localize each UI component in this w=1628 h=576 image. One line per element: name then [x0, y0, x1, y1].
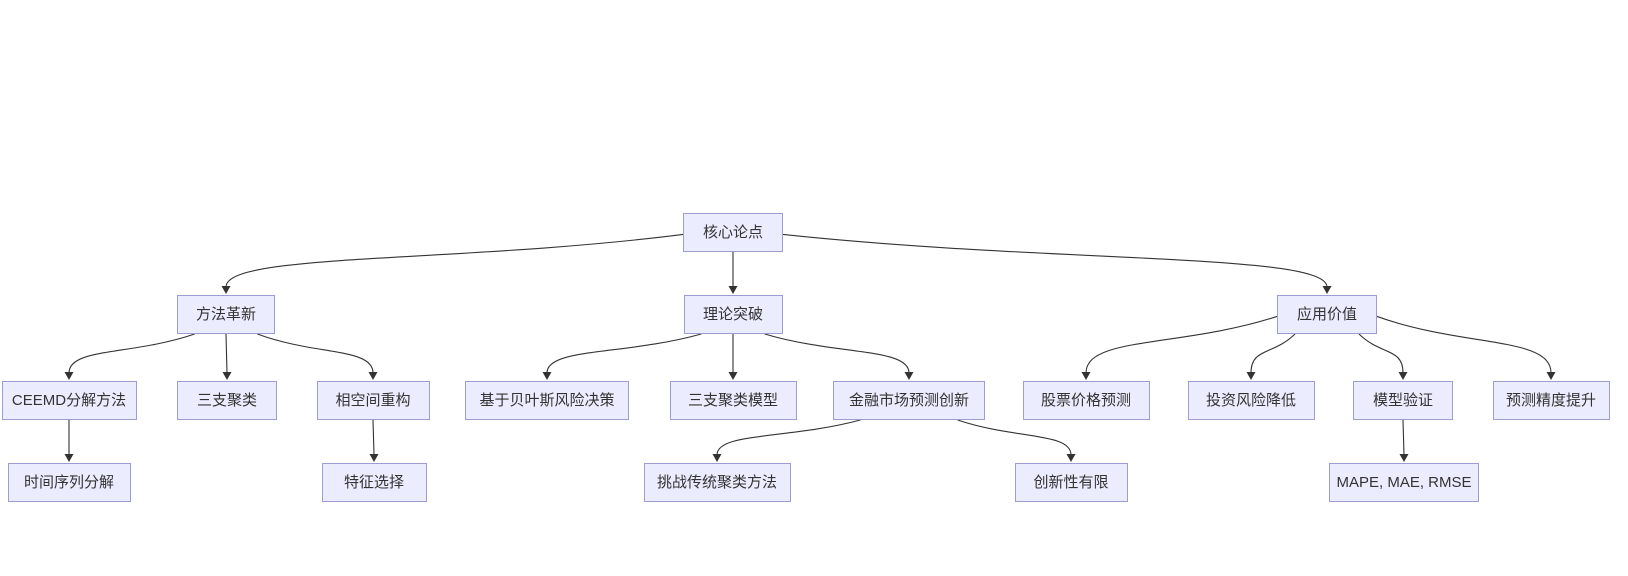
node-application: 应用价值 — [1277, 295, 1377, 334]
edge-validation-metrics — [1402, 419, 1405, 456]
arrowhead-icon — [1081, 372, 1091, 380]
node-feature: 特征选择 — [321, 463, 427, 502]
node-limited: 创新性有限 — [1014, 463, 1128, 502]
node-risk: 投资风险降低 — [1187, 381, 1315, 420]
node-label: 基于贝叶斯风险决策 — [479, 392, 615, 409]
node-label: 理论突破 — [702, 306, 763, 323]
node-label: 相空间重构 — [335, 392, 411, 409]
node-label: 投资风险降低 — [1205, 392, 1296, 409]
edge-method-ceemd — [68, 333, 195, 374]
node-three-way: 三支聚类 — [177, 381, 277, 420]
edge-method-phase-space — [257, 333, 374, 374]
node-label: CEEMD分解方法 — [11, 392, 127, 409]
node-label: 应用价值 — [1296, 306, 1357, 323]
edge-application-risk — [1250, 333, 1296, 374]
edge-method-three-way — [225, 333, 228, 374]
arrowhead-icon — [1246, 372, 1256, 380]
arrowhead-icon — [221, 286, 231, 294]
node-decompose: 时间序列分解 — [7, 463, 131, 502]
node-label: 股票价格预测 — [1040, 392, 1131, 409]
arrowhead-icon — [542, 372, 552, 380]
arrowhead-icon — [904, 372, 914, 380]
node-label: 时间序列分解 — [23, 474, 114, 491]
node-label: 方法革新 — [195, 306, 256, 323]
arrowhead-icon — [369, 454, 379, 462]
arrowhead-icon — [64, 372, 74, 380]
node-theory: 理论突破 — [683, 295, 783, 334]
arrowhead-icon — [1399, 454, 1409, 462]
arrowhead-icon — [1398, 372, 1408, 380]
node-label: 模型验证 — [1372, 392, 1433, 409]
node-phase-space: 相空间重构 — [316, 381, 430, 420]
node-label: 核心论点 — [702, 224, 763, 241]
edge-theory-finance — [764, 333, 910, 374]
arrowhead-icon — [1066, 454, 1076, 462]
node-label: 特征选择 — [343, 474, 404, 491]
node-ceemd: CEEMD分解方法 — [1, 381, 137, 420]
arrowhead-icon — [1322, 286, 1332, 294]
arrowhead-icon — [728, 286, 738, 294]
edge-application-precision — [1376, 315, 1552, 374]
node-bayes: 基于贝叶斯风险决策 — [465, 381, 629, 420]
node-metrics: MAPE, MAE, RMSE — [1329, 463, 1479, 502]
node-three-way-model: 三支聚类模型 — [669, 381, 797, 420]
edge-application-validation — [1358, 333, 1404, 374]
edge-core-application — [782, 233, 1328, 288]
node-stock: 股票价格预测 — [1022, 381, 1150, 420]
node-challenge: 挑战传统聚类方法 — [643, 463, 791, 502]
edge-theory-bayes — [546, 333, 702, 374]
node-core: 核心论点 — [683, 213, 783, 252]
arrowhead-icon — [64, 454, 74, 462]
node-finance: 金融市场预测创新 — [833, 381, 985, 420]
arrowhead-icon — [1546, 372, 1556, 380]
node-label: 创新性有限 — [1033, 474, 1109, 491]
edge-core-method — [225, 233, 684, 288]
arrowhead-icon — [728, 372, 738, 380]
node-label: 挑战传统聚类方法 — [656, 474, 777, 491]
edge-finance-limited — [957, 419, 1072, 456]
node-label: MAPE, MAE, RMSE — [1336, 474, 1472, 491]
edge-phase-space-feature — [372, 419, 375, 456]
node-precision: 预测精度提升 — [1492, 381, 1610, 420]
arrowhead-icon — [712, 454, 722, 462]
node-validation: 模型验证 — [1353, 381, 1453, 420]
node-method: 方法革新 — [177, 295, 275, 334]
node-label: 三支聚类模型 — [687, 392, 778, 409]
node-label: 预测精度提升 — [1505, 392, 1596, 409]
edge-application-stock — [1085, 315, 1278, 374]
arrowhead-icon — [368, 372, 378, 380]
edge-finance-challenge — [716, 419, 861, 456]
arrowhead-icon — [222, 372, 232, 380]
node-label: 三支聚类 — [196, 392, 257, 409]
node-label: 金融市场预测创新 — [848, 392, 969, 409]
